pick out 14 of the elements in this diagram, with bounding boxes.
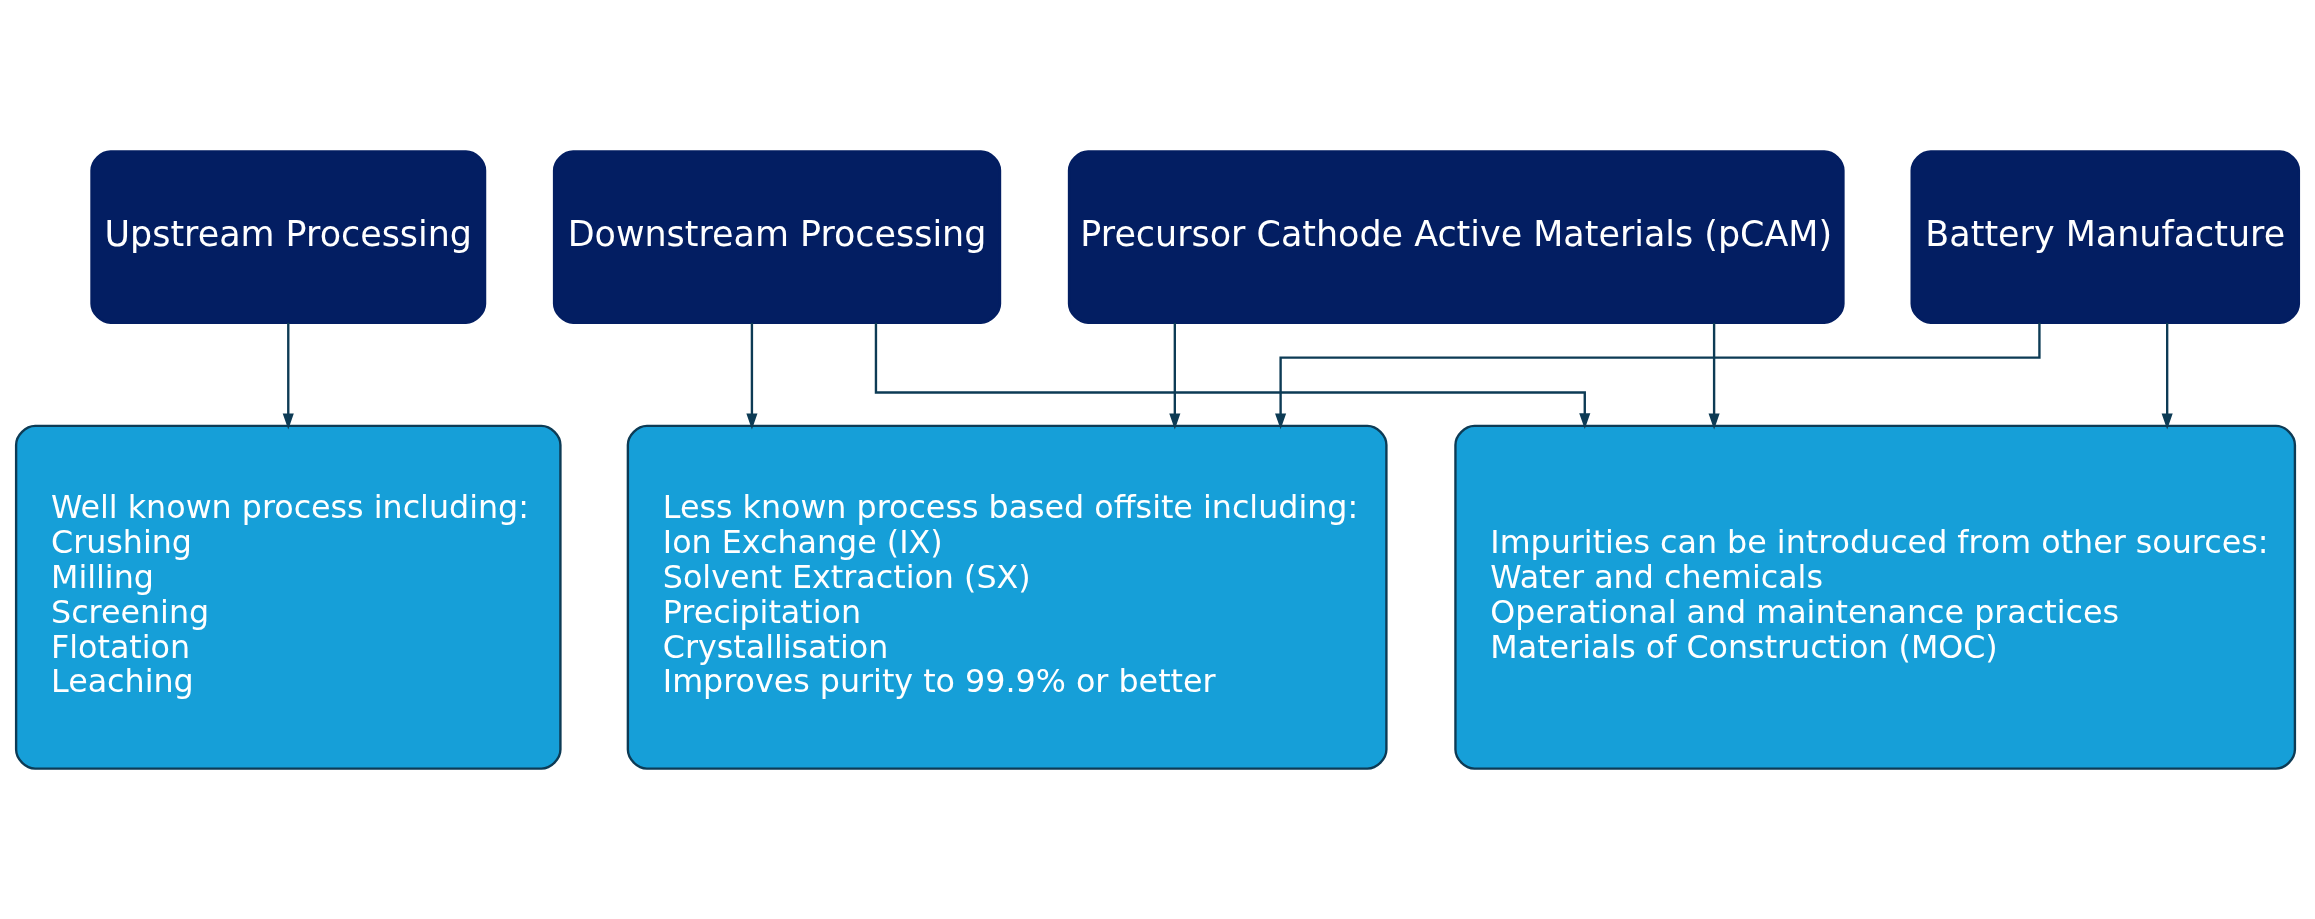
arrow [282, 322, 294, 429]
arrow [874, 322, 1591, 429]
node-box: Downstream Processing [552, 149, 1002, 324]
node-box: Upstream Processing [90, 149, 487, 324]
node-box: Battery Manufacture [1910, 149, 2301, 324]
node-box: Well known process including: Crushing Milling Screening Flotation Leaching [14, 424, 562, 770]
arrow [1275, 322, 2041, 429]
node-box: Impurities can be introduced from other sources: Water and chemicals Operational and maintenance practices Materials of Construction (MOC) [1454, 424, 2297, 770]
arrow [1708, 322, 1720, 429]
node-box: Less known process based offsite including: Ion Exchange (IX) Solvent Extraction (SX) Precipitation Crystallisation Improves purity to 99.9% or better [626, 424, 1388, 770]
node-box: Precursor Cathode Active Materials (pCAM) [1067, 149, 1845, 324]
arrow [2161, 322, 2173, 429]
arrow [746, 322, 758, 429]
arrow [1169, 322, 1181, 429]
